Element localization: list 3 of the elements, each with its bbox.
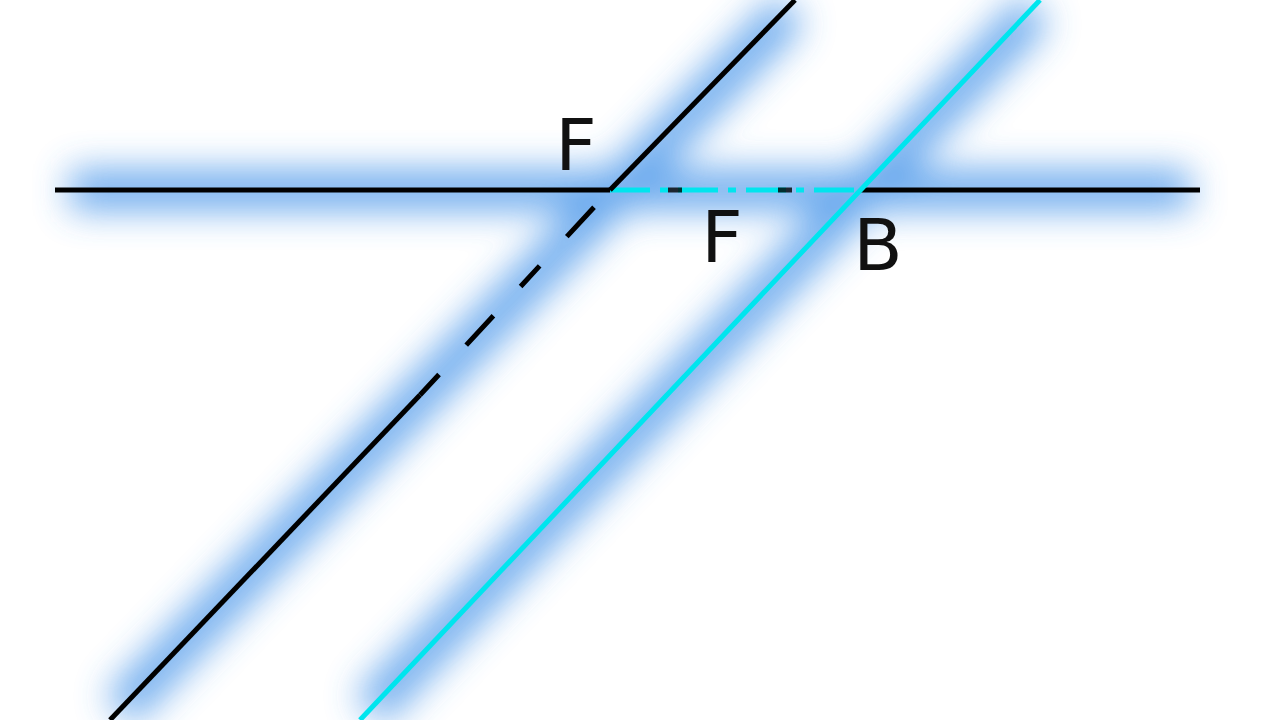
point-label: F (701, 201, 743, 273)
point-label: F (555, 109, 597, 181)
point-label: B (853, 209, 903, 281)
